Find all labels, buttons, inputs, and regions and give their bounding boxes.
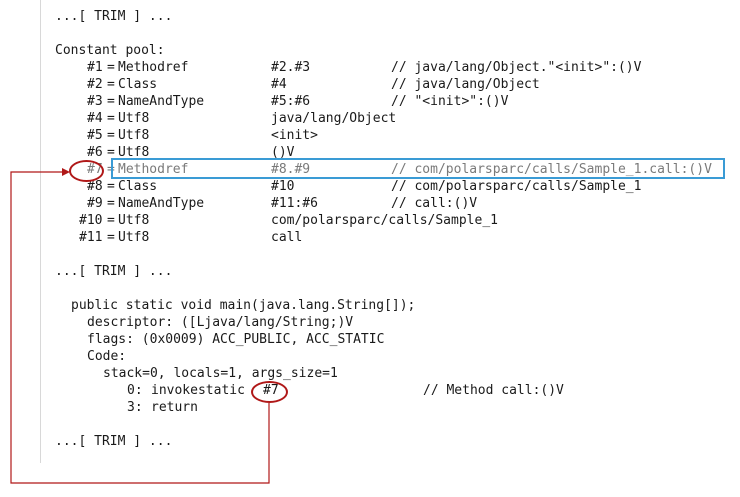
cp-entry-equals: = bbox=[107, 145, 115, 160]
cp-entry-index: #11 bbox=[79, 230, 103, 245]
cp-entry-ref: #2.#3 bbox=[271, 60, 311, 75]
trim-marker-middle: ...[ TRIM ] ... bbox=[55, 264, 173, 279]
cp-entry-type: Utf8 bbox=[118, 230, 150, 245]
cp-entry-index: #4 bbox=[87, 111, 103, 126]
instruction-op: invokestatic bbox=[151, 383, 245, 398]
code-label: Code: bbox=[87, 349, 127, 364]
cp-entry-type: Methodref bbox=[118, 60, 189, 75]
cp-entry-type: Class bbox=[118, 77, 158, 92]
instruction-offset: 0: bbox=[127, 383, 143, 398]
cp-entry-ref: #8.#9 bbox=[271, 162, 311, 177]
reference-arrow-head bbox=[62, 168, 70, 176]
cp-entry-index: #5 bbox=[87, 128, 103, 143]
cp-entry-type: Utf8 bbox=[118, 128, 150, 143]
highlight-box-entry-7 bbox=[111, 158, 725, 179]
cp-entry-index: #3 bbox=[87, 94, 103, 109]
reference-arrow-line bbox=[10, 171, 270, 484]
cp-entry-ref: com/polarsparc/calls/Sample_1 bbox=[271, 213, 498, 228]
cp-entry-type: Methodref bbox=[118, 162, 189, 177]
cp-entry-type: Utf8 bbox=[118, 213, 150, 228]
stack-line: stack=0, locals=1, args_size=1 bbox=[103, 366, 338, 381]
cp-entry-equals: = bbox=[107, 128, 115, 143]
cp-entry-equals: = bbox=[107, 94, 115, 109]
trim-marker-top: ...[ TRIM ] ... bbox=[55, 9, 173, 24]
cp-entry-type: Utf8 bbox=[118, 111, 150, 126]
cp-entry-type: Class bbox=[118, 179, 158, 194]
cp-entry-type: NameAndType bbox=[118, 196, 205, 211]
cp-entry-index: #1 bbox=[87, 60, 103, 75]
cp-entry-comment: // call:()V bbox=[391, 196, 478, 211]
cp-entry-index: #9 bbox=[87, 196, 103, 211]
cp-entry-equals: = bbox=[107, 60, 115, 75]
cp-entry-index: #2 bbox=[87, 77, 103, 92]
circle-invokestatic-arg-7 bbox=[251, 381, 288, 403]
cp-entry-comment: // com/polarsparc/calls/Sample_1.call:()… bbox=[391, 162, 712, 177]
cp-entry-ref: #5:#6 bbox=[271, 94, 311, 109]
cp-entry-index: #6 bbox=[87, 145, 103, 160]
trim-marker-bottom: ...[ TRIM ] ... bbox=[55, 434, 173, 449]
instruction-op: return bbox=[151, 400, 198, 415]
method-signature: public static void main(java.lang.String… bbox=[71, 298, 416, 313]
cp-entry-equals: = bbox=[107, 77, 115, 92]
cp-entry-ref: call bbox=[271, 230, 303, 245]
javap-output: ...[ TRIM ] ...Constant pool:#1=Methodre… bbox=[40, 0, 740, 463]
cp-entry-comment: // java/lang/Object bbox=[391, 77, 540, 92]
cp-entry-equals: = bbox=[107, 230, 115, 245]
cp-entry-ref: java/lang/Object bbox=[271, 111, 397, 126]
cp-entry-type: NameAndType bbox=[118, 94, 205, 109]
cp-entry-equals: = bbox=[107, 196, 115, 211]
cp-entry-equals: = bbox=[107, 213, 115, 228]
cp-entry-ref: #4 bbox=[271, 77, 287, 92]
constant-pool-header: Constant pool: bbox=[55, 43, 165, 58]
cp-entry-index: #8 bbox=[87, 179, 103, 194]
cp-entry-equals: = bbox=[107, 179, 115, 194]
cp-entry-ref: <init> bbox=[271, 128, 318, 143]
cp-entry-ref: #10 bbox=[271, 179, 295, 194]
cp-entry-comment: // com/polarsparc/calls/Sample_1 bbox=[391, 179, 642, 194]
cp-entry-ref: ()V bbox=[271, 145, 295, 160]
cp-entry-equals: = bbox=[107, 162, 115, 177]
method-descriptor: descriptor: ([Ljava/lang/String;)V bbox=[87, 315, 354, 330]
cp-entry-ref: #11:#6 bbox=[271, 196, 318, 211]
circle-cp-index-7 bbox=[69, 160, 104, 182]
method-flags: flags: (0x0009) ACC_PUBLIC, ACC_STATIC bbox=[87, 332, 385, 347]
instruction-comment: // Method call:()V bbox=[423, 383, 564, 398]
cp-entry-equals: = bbox=[107, 111, 115, 126]
cp-entry-comment: // "<init>":()V bbox=[391, 94, 509, 109]
cp-entry-comment: // java/lang/Object."<init>":()V bbox=[391, 60, 642, 75]
cp-entry-index: #10 bbox=[79, 213, 103, 228]
instruction-offset: 3: bbox=[127, 400, 143, 415]
cp-entry-type: Utf8 bbox=[118, 145, 150, 160]
